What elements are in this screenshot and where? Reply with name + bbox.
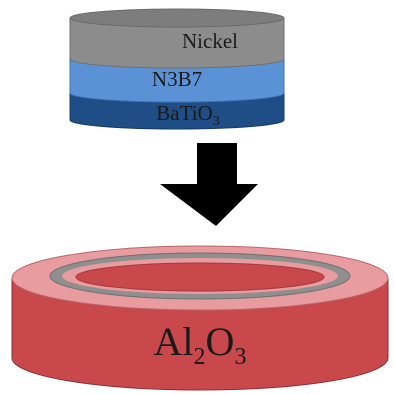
n3b7-layer-body <box>69 58 285 103</box>
nickel-layer-body <box>69 17 285 69</box>
al2o3-substrate: Al2O3 <box>11 245 389 391</box>
substrate-center-recess <box>75 262 325 292</box>
nickel-layer: Nickel <box>69 8 285 69</box>
batio3-layer-body <box>69 92 285 130</box>
layer-stack: BaTiO3 N3B7 Nickel <box>69 8 285 130</box>
n3b7-label: N3B7 <box>152 67 202 91</box>
al2o3-label: Al2O3 <box>154 319 247 370</box>
batio3-label: BaTiO3 <box>156 101 219 129</box>
nickel-label: Nickel <box>182 29 238 53</box>
batio3-layer: BaTiO3 <box>69 92 285 130</box>
down-arrow-icon <box>160 143 258 226</box>
n3b7-layer: N3B7 <box>69 58 285 103</box>
nickel-layer-top <box>69 8 285 28</box>
